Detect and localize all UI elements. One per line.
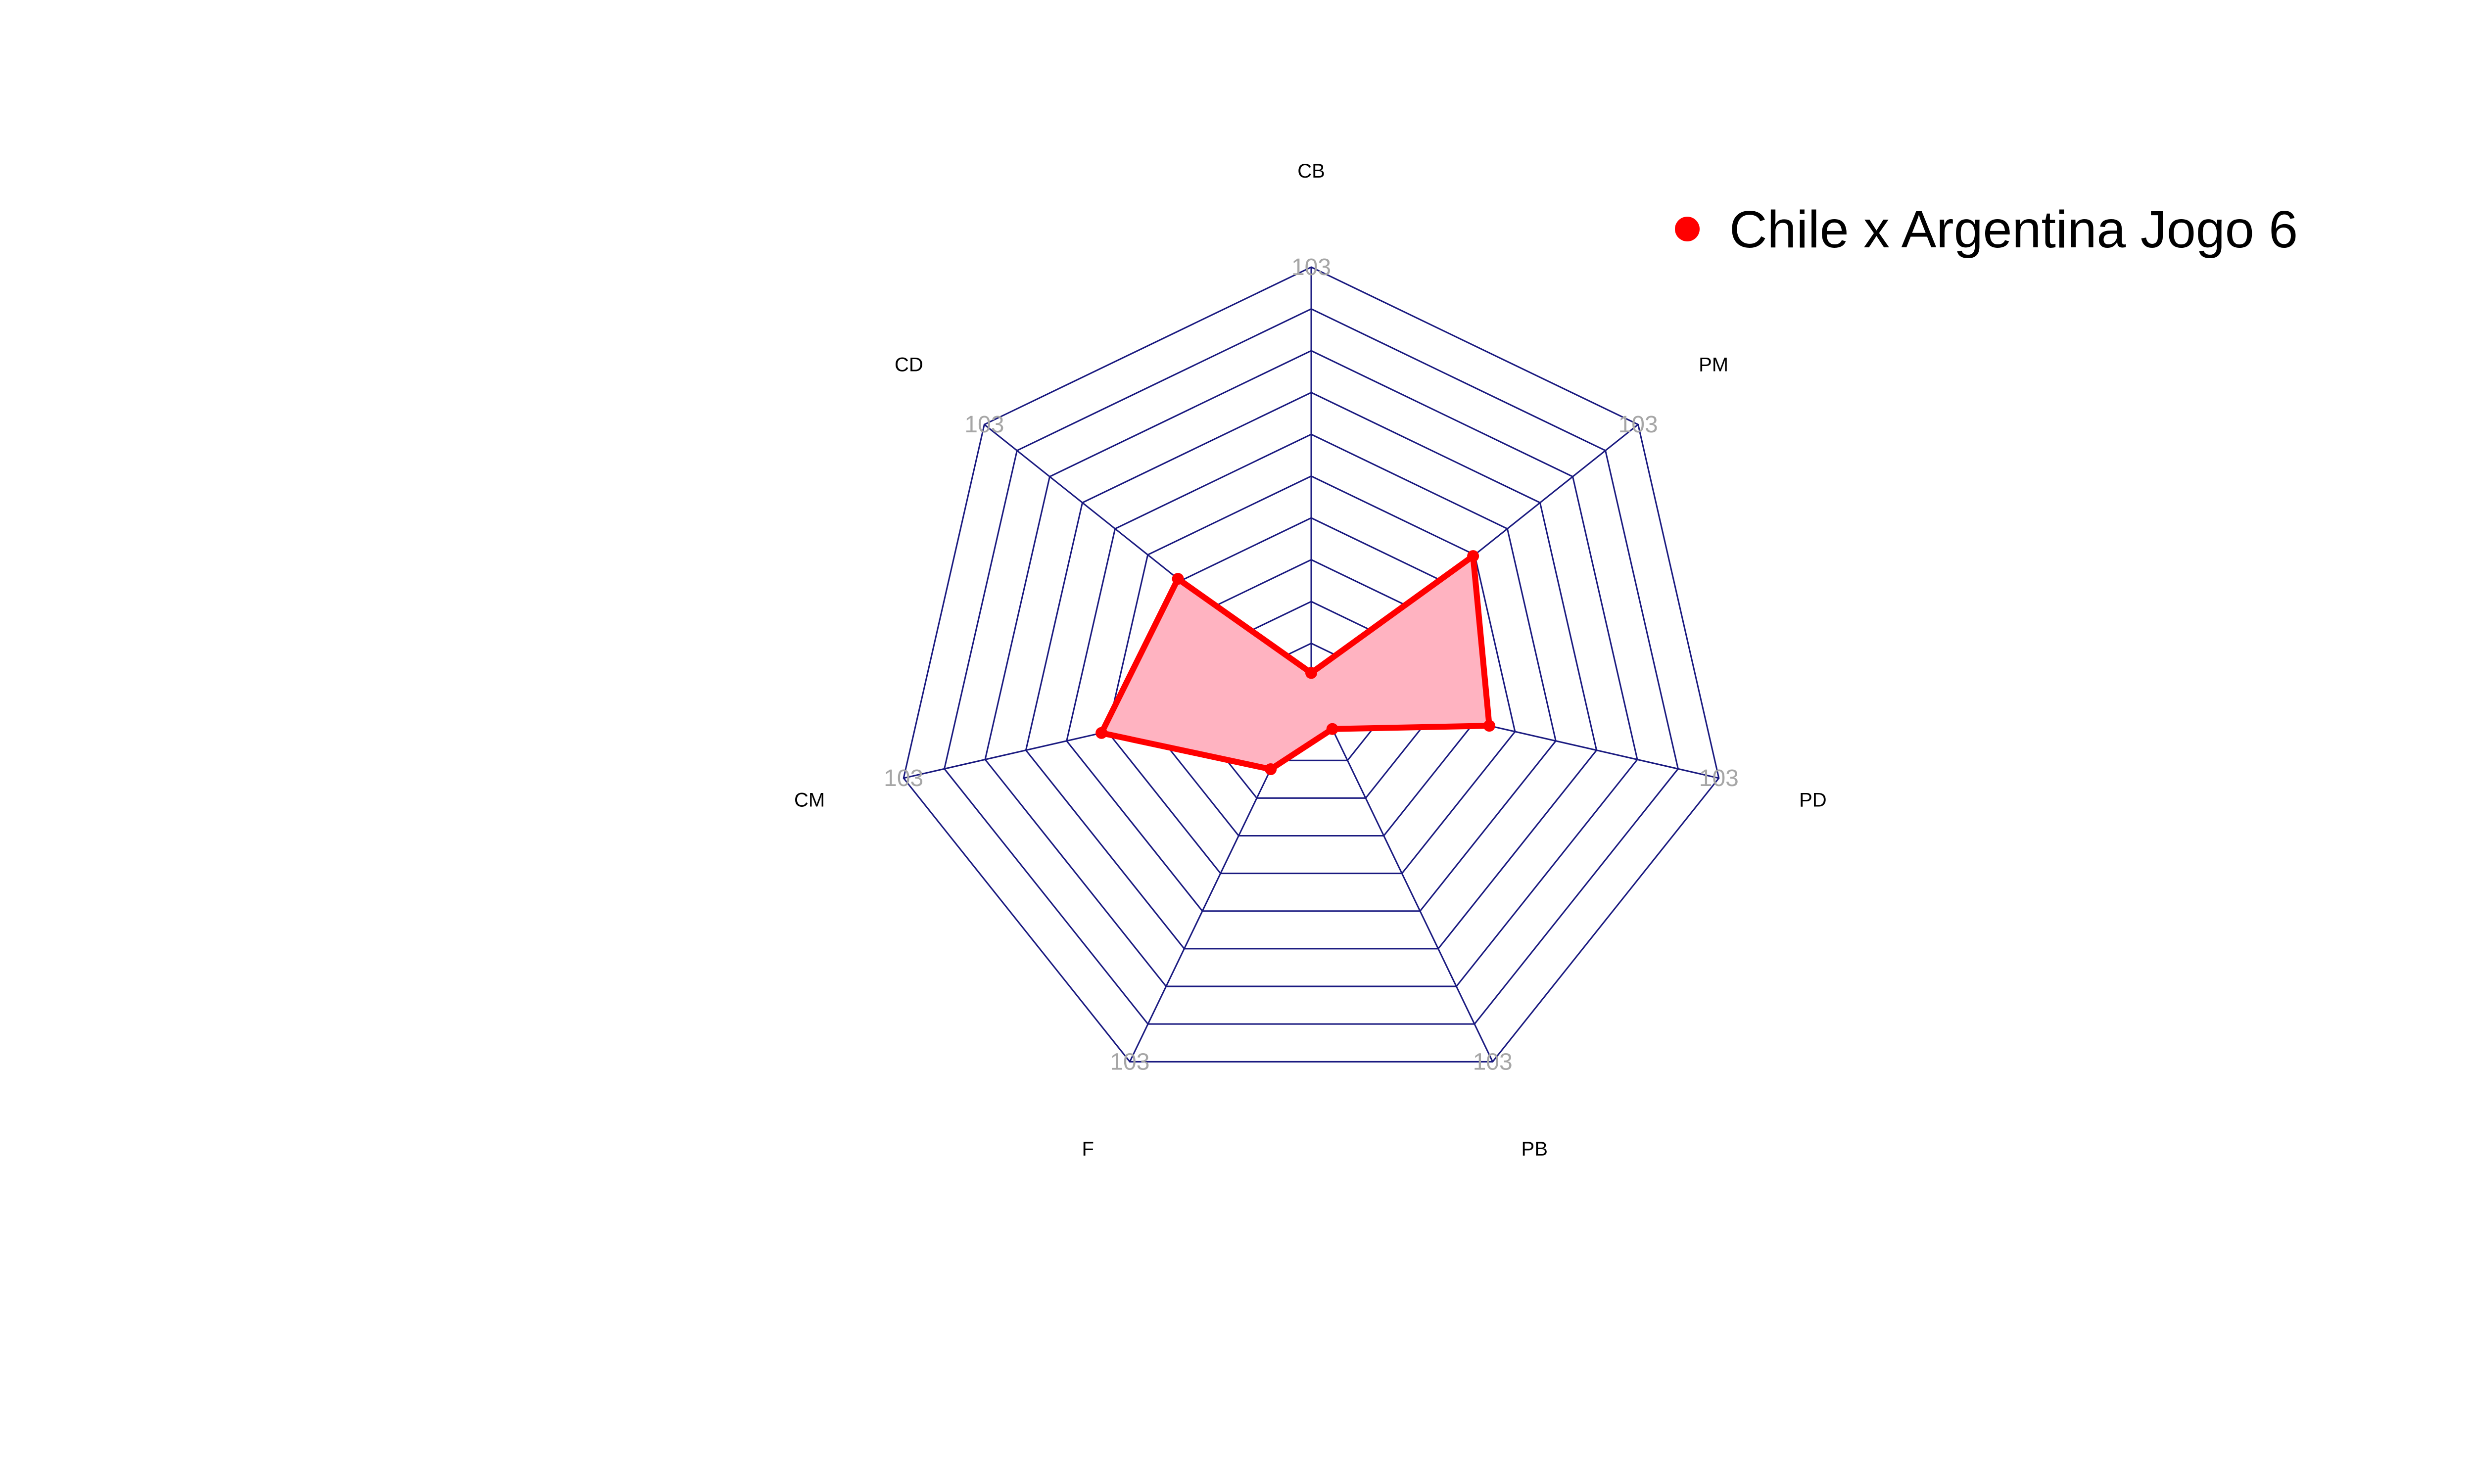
grid-ring xyxy=(1066,433,1557,912)
radar-series-layer xyxy=(1095,550,1495,776)
legend-label: Chile x Argentina Jogo 6 xyxy=(1729,200,2298,259)
grid-ring xyxy=(1106,475,1516,875)
axis-max-tick-label: 103 xyxy=(1110,1049,1149,1075)
grid-ring xyxy=(984,350,1638,987)
legend: Chile x Argentina Jogo 6 xyxy=(1675,200,2298,259)
axis-max-tick-label: 103 xyxy=(884,765,923,791)
series-point-pm xyxy=(1467,550,1479,562)
axis-label-cm: CM xyxy=(794,789,825,811)
series-point-pd xyxy=(1483,720,1495,732)
axis-max-tick-label: 103 xyxy=(964,412,1004,438)
legend-marker xyxy=(1675,217,1700,241)
axis-label-cd: CD xyxy=(895,354,923,376)
axis-label-pd: PD xyxy=(1799,789,1827,811)
series-area xyxy=(1098,553,1492,773)
series-point-pb xyxy=(1326,723,1338,735)
grid-ring xyxy=(903,266,1720,1063)
axis-label-cb: CB xyxy=(1297,160,1325,182)
grid-ring xyxy=(943,308,1679,1025)
axis-max-tick-label: 103 xyxy=(1473,1049,1513,1075)
series-point-cb xyxy=(1305,667,1317,679)
axis-label-pb: PB xyxy=(1522,1138,1548,1160)
radar-grid xyxy=(903,266,1720,1063)
axis-max-tick-label: 103 xyxy=(1618,412,1658,438)
axis-max-tick-label: 103 xyxy=(1699,765,1739,791)
axis-label-pm: PM xyxy=(1699,354,1728,376)
series-point-cd xyxy=(1172,573,1184,585)
axis-label-f: F xyxy=(1082,1138,1094,1160)
series-point-cm xyxy=(1095,727,1108,739)
axis-spoke xyxy=(1310,685,1493,1062)
grid-ring xyxy=(1025,391,1598,950)
axis-max-tick-label: 103 xyxy=(1291,254,1331,280)
series-point-f xyxy=(1265,763,1277,776)
